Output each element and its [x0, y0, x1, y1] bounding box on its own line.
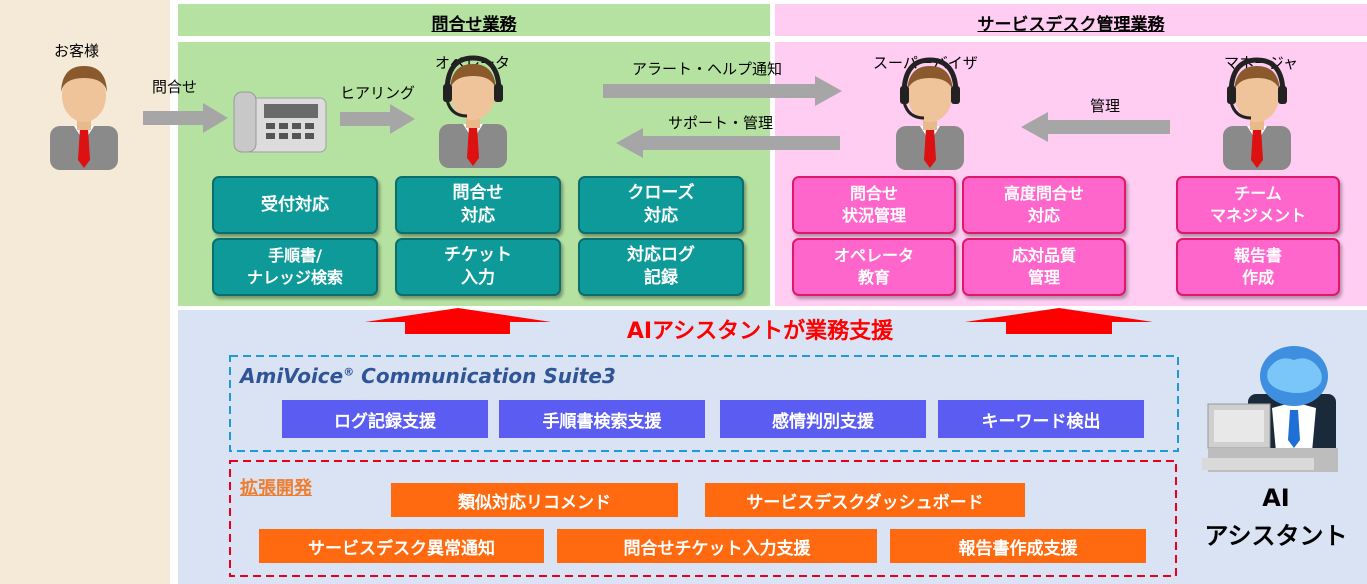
task-team-management: チーム マネジメント	[1176, 176, 1340, 234]
feature-manual-search-support: 手順書検索支援	[499, 400, 705, 438]
supervisor-label: スーパーバイザ	[873, 54, 978, 72]
task-inquiry-response: 問合せ 対応	[395, 176, 561, 234]
ai-assistant-label-line2: アシスタント	[1204, 522, 1348, 550]
feature-service-desk-dashboard: サービスデスクダッシュボード	[705, 483, 1025, 517]
suite-title-name: AmiVoice	[240, 364, 344, 388]
task-log-recording: 対応ログ 記録	[578, 238, 744, 296]
desk-mgmt-title: サービスデスク管理業務	[977, 15, 1165, 35]
ai-assistant-label-line1: AI	[1262, 484, 1290, 512]
customer-panel	[0, 0, 170, 584]
task-report-creation: 報告書 作成	[1176, 238, 1340, 296]
feature-similar-response-recommend: 類似対応リコメンド	[391, 483, 678, 517]
inquiry-ops-header-bar	[178, 4, 770, 36]
hearing-flow-label: ヒアリング	[340, 84, 416, 102]
task-reception: 受付対応	[212, 176, 378, 234]
feature-ticket-entry-support: 問合せチケット入力支援	[557, 529, 877, 563]
feature-report-creation-support: 報告書作成支援	[890, 529, 1146, 563]
feature-keyword-detection: キーワード検出	[938, 400, 1144, 438]
feature-log-recording-support: ログ記録支援	[282, 400, 488, 438]
feature-emotion-detection-support: 感情判別支援	[720, 400, 926, 438]
ai-support-banner: AIアシスタントが業務支援	[626, 319, 894, 344]
inquiry-ops-title: 問合せ業務	[431, 15, 517, 35]
feature-service-desk-anomaly-alert: サービスデスク異常通知	[259, 529, 544, 563]
task-ticket-entry: チケット 入力	[395, 238, 561, 296]
desk-mgmt-header-bar	[775, 4, 1367, 36]
suite-title: AmiVoice® Communication Suite3	[240, 364, 616, 388]
task-manual-search: 手順書/ ナレッジ検索	[212, 238, 378, 296]
manager-label: マネージャ	[1224, 54, 1298, 72]
task-quality-management: 応対品質 管理	[962, 238, 1126, 296]
operator-label: オペレータ	[435, 54, 511, 72]
extension-title: 拡張開発	[240, 478, 312, 499]
suite-title-registered-mark: ®	[343, 365, 355, 379]
inquiry-flow-label: 問合せ	[152, 78, 198, 96]
task-advanced-inquiry: 高度問合せ 対応	[962, 176, 1126, 234]
task-operator-training: オペレータ 教育	[792, 238, 956, 296]
customer-label: お客様	[54, 42, 100, 60]
task-close-response: クローズ 対応	[578, 176, 744, 234]
manage-flow-label: 管理	[1090, 97, 1121, 115]
alert-flow-label: アラート・ヘルプ通知	[632, 60, 783, 78]
support-flow-label: サポート・管理	[668, 114, 774, 132]
suite-title-rest: Communication Suite3	[354, 364, 616, 388]
task-status-management: 問合せ 状況管理	[792, 176, 956, 234]
